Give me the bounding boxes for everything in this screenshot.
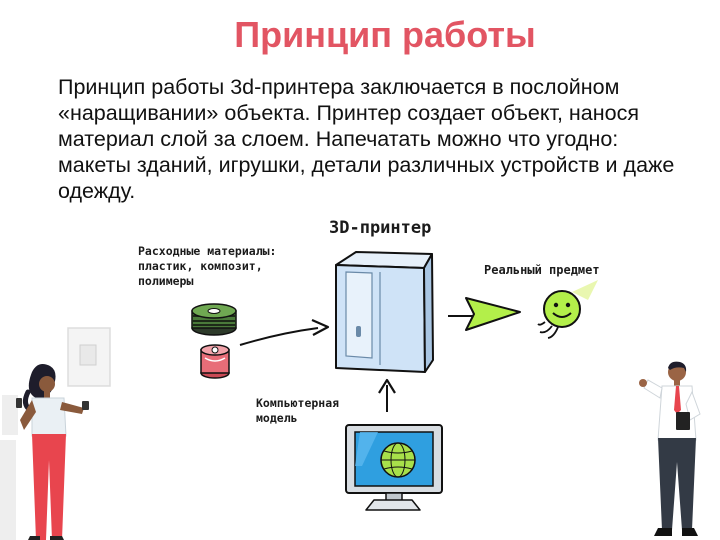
arrow-icon-to-printer (239, 318, 330, 346)
printed-object-icon (537, 280, 598, 339)
man-presenter-illustration (639, 361, 701, 536)
result-label: Реальный предмет (484, 263, 600, 277)
monitor-icon (345, 424, 443, 511)
globe-icon (380, 442, 416, 478)
intro-paragraph: Принцип работы 3d-принтера заключается в… (58, 75, 675, 203)
printer-icon (335, 251, 434, 373)
woman-presenter-illustration (0, 327, 111, 540)
arrow-icon-to-object (448, 297, 521, 331)
materials-label: Расходные материалы: пластик, композит, … (138, 244, 277, 288)
material-cartridge-icon (200, 344, 230, 379)
slide-title: Принцип работы (234, 14, 536, 55)
filament-spool-icon (191, 303, 237, 336)
printer-label: 3D-принтер (329, 218, 432, 238)
model-label: Компьютерная модель (256, 396, 340, 425)
arrow-icon-from-model (378, 378, 396, 412)
